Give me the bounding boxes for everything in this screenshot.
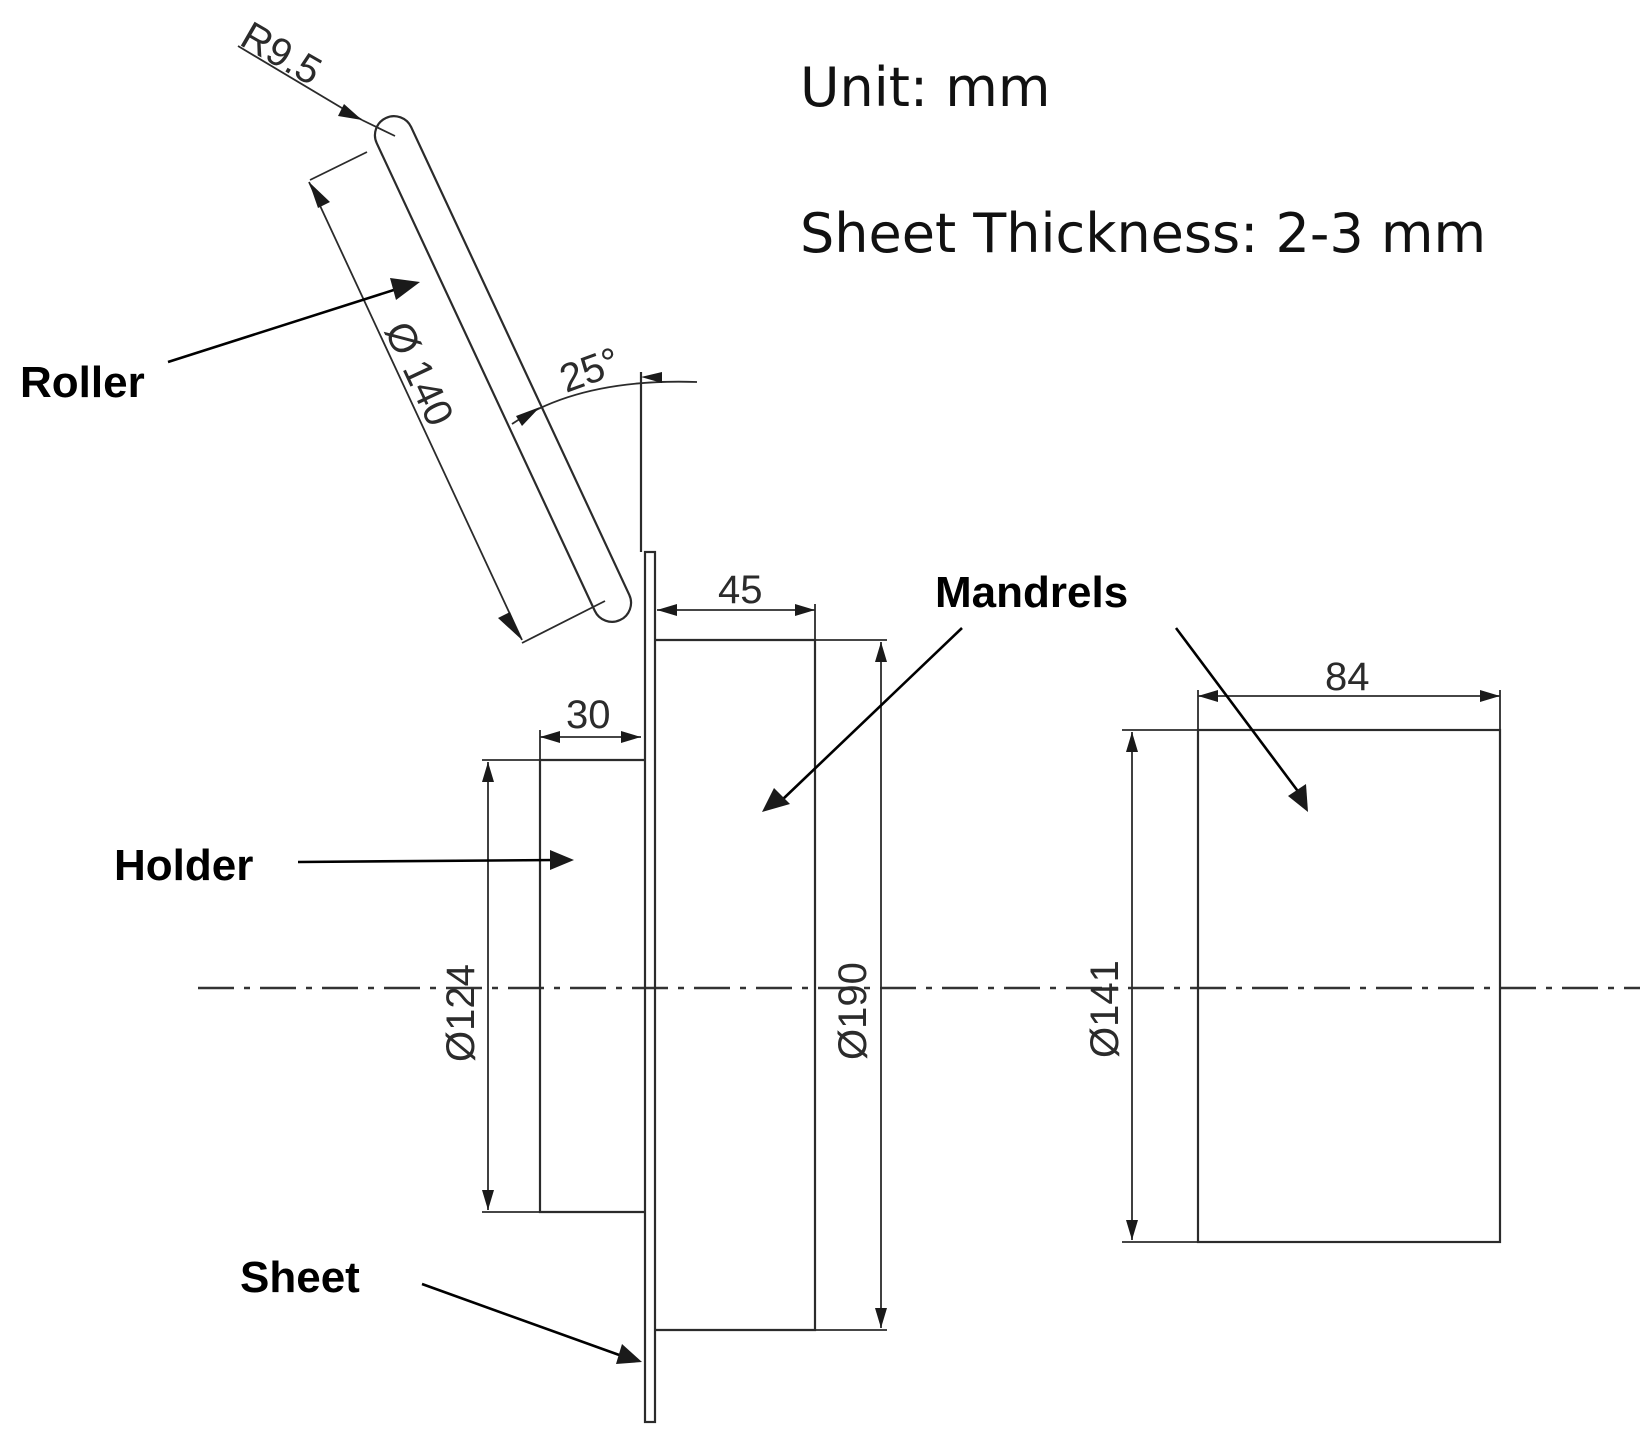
roller-radius-dimension: R9.5	[234, 14, 396, 137]
sheet-thickness-note: Sheet Thickness: 2-3 mm	[800, 202, 1486, 265]
mandrel-2-length-dimension: 84	[1197, 655, 1501, 730]
holder-length-text: 30	[566, 693, 611, 737]
mandrel-1-length-dimension: 45	[657, 568, 816, 640]
sheet-plate	[643, 550, 657, 1424]
holder-diameter-dimension: Ø124	[439, 759, 540, 1213]
roller-radius-text: R9.5	[234, 14, 329, 94]
mandrel-1-diameter-dimension: Ø190	[815, 639, 887, 1331]
roller-diameter-text: Ø 140	[376, 315, 462, 432]
mandrel-2-diameter-text: Ø141	[1083, 960, 1127, 1058]
mandrels-label: Mandrels	[935, 568, 1128, 617]
mandrels-callout: Mandrels	[762, 568, 1308, 812]
mandrel-2-diameter-dimension: Ø141	[1083, 729, 1198, 1243]
holder-length-dimension: 30	[539, 693, 641, 760]
holder-outline	[538, 758, 645, 1214]
roller-label: Roller	[20, 358, 145, 407]
mandrel-1-diameter-text: Ø190	[831, 962, 875, 1060]
unit-note: Unit: mm	[800, 56, 1051, 119]
holder-diameter-text: Ø124	[439, 964, 483, 1062]
sheet-label: Sheet	[240, 1253, 360, 1302]
mandrel-1-outline	[655, 638, 817, 1332]
holder-label: Holder	[114, 841, 253, 890]
mandrel-2-outline	[1196, 728, 1502, 1244]
sheet-callout: Sheet	[240, 1253, 642, 1364]
roller-angle-dimension: 25°	[511, 339, 698, 426]
roller-body	[373, 115, 633, 623]
holder-callout: Holder	[114, 841, 574, 890]
mandrel-2-length-text: 84	[1325, 655, 1370, 699]
roller-callout: Roller	[20, 278, 420, 407]
roller-angle-text: 25°	[554, 339, 626, 401]
mandrel-1-length-text: 45	[718, 568, 763, 612]
